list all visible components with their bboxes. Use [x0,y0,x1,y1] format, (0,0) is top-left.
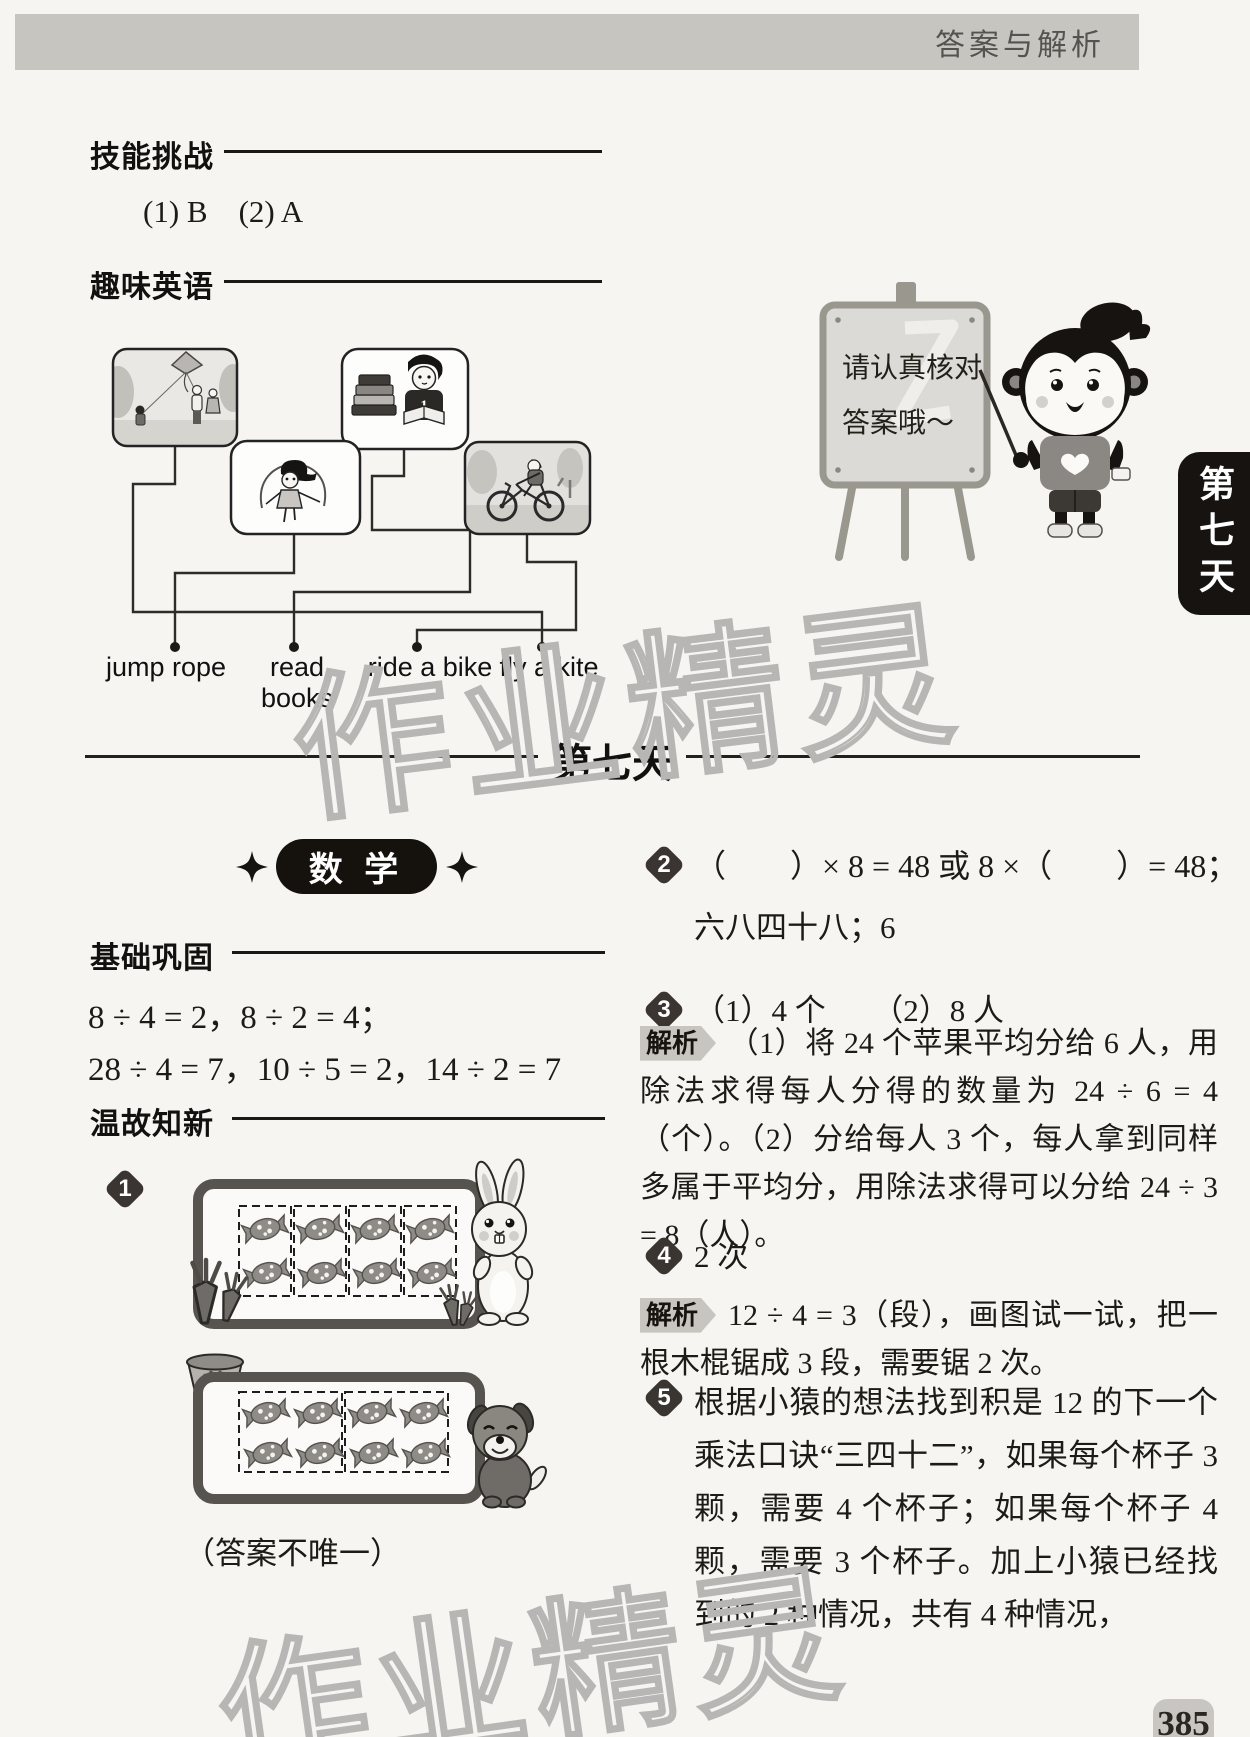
candy-frame-dog [186,1353,547,1509]
pointer-stick [978,369,1020,461]
item-3-answer: （1）4 个 （2）8 人 [694,993,1004,1028]
item-5-badge: 5 [642,1376,686,1420]
page-number-box: 385 [1153,1699,1214,1737]
item-4-answer: 2 次 [694,1239,749,1274]
dog-illustration [466,1402,547,1509]
item-4-number: 4 [657,1242,671,1269]
foundation-answers-line2: 28 ÷ 4 = 7，10 ÷ 5 = 2，14 ÷ 2 = 7 [88,1052,562,1088]
section-rule [224,150,602,153]
board-text-line2: 答案哦～ [842,407,954,439]
review-answer-note: （答案不唯一） [184,1536,401,1571]
match-connector-lines [131,446,578,644]
item-3-analysis-text: （1）将 24 个苹果平均分给 6 人，用除法求得每人分得的数量为 24 ÷ 6… [640,1027,1218,1252]
item-4-row: 4 2 次 [642,1234,1222,1280]
item-4-badge: 4 [642,1234,686,1278]
page-number: 385 [1157,1704,1210,1737]
match-endpoint-dots [170,642,547,652]
connector-bike-to-ride-a-bike [415,534,578,644]
board-text-line1: 请认真核对 [842,352,982,384]
match-label-read-books: read books [260,652,334,713]
day-side-tab: 第七天 [1178,452,1250,615]
item-5-number: 5 [657,1384,671,1411]
item-3-badge: 3 [642,988,686,1032]
match-label-ride-a-bike: ride a bike [367,652,493,682]
picture-jump-rope-scene [229,439,362,536]
connector-books-to-read-books [292,449,472,644]
section-rule [224,280,602,283]
item-5-row: 5 根据小猿的想法找到积是 12 的下一个乘法口诀“三四十二”，如果每个杯子 3… [642,1376,1222,1641]
item-5-answer: 根据小猿的想法找到积是 12 的下一个乘法口诀“三四十二”，如果每个杯子 3 颗… [694,1385,1218,1632]
candy-group-cells [238,1205,457,1297]
section-rule [232,951,605,954]
day-divider-title: 第七天 [538,731,686,789]
foundation-answers-line1: 8 ÷ 4 = 2，8 ÷ 2 = 4； [88,1000,393,1036]
item-2-number: 2 [657,851,671,878]
picture-read-books-scene: 1 [340,347,470,451]
item-2-answer-line1: （ ）× 8 = 48 或 8 ×（ ）= 48； [694,848,1239,884]
section-title-fun-english: 趣味英语 [90,271,214,304]
match-label-fly-a-kite: fly a kite [499,652,599,682]
section-rule [232,1117,605,1120]
picture-ride-a-bike-scene [463,440,592,536]
item-3-row: 3 （1）4 个 （2）8 人 [642,988,1222,1034]
skill-challenge-answer: (1) B (2) A [143,194,304,229]
candy-group-cells [238,1391,449,1473]
section-title-skill-challenge: 技能挑战 [90,141,214,174]
item-1-badge: 1 [103,1167,147,1211]
math-subject-label: 数 学 [308,851,405,889]
sparkle-star-icons [236,851,478,883]
section-title-foundation: 基础巩固 [90,942,214,975]
connector-kite-to-fly-a-kite [131,446,544,644]
easel-board: 请认真核对 答案哦～ [819,282,991,561]
page-header-title: 答案与解析 [935,29,1105,62]
section-title-review: 温故知新 [90,1108,214,1141]
analysis-tag: 解析 [640,1025,716,1061]
item-3-number: 3 [657,996,671,1023]
analysis-tag: 解析 [640,1297,716,1333]
item-2-answer-line2: 六八四十八；6 [694,910,896,945]
candy-frame-rabbit [193,1158,534,1329]
monkey-mascot [978,302,1151,538]
item-1-number: 1 [118,1175,132,1202]
math-subject-badge: 数 学 [276,839,437,894]
item-4-analysis-text: 12 ÷ 4 = 3（段），画图试一试，把一根木棍锯成 3 段，需要锯 2 次。 [640,1299,1218,1380]
picture-kite-scene [111,347,239,448]
rabbit-illustration [471,1158,534,1326]
item-2-badge: 2 [642,843,686,887]
page-header-bar: 答案与解析 [15,14,1139,70]
day-side-tab-label: 第七天 [1194,464,1235,603]
match-label-jump-rope: jump rope [105,652,227,682]
board-swoosh [891,319,959,427]
item-3-analysis: 解析（1）将 24 个苹果平均分给 6 人，用除法求得每人分得的数量为 24 ÷… [640,1020,1218,1260]
connector-jumprope-to-jump-rope [173,534,296,644]
item-2-row: 2 （ ）× 8 = 48 或 8 ×（ ）= 48； 六八四十八；6 [642,843,1238,951]
